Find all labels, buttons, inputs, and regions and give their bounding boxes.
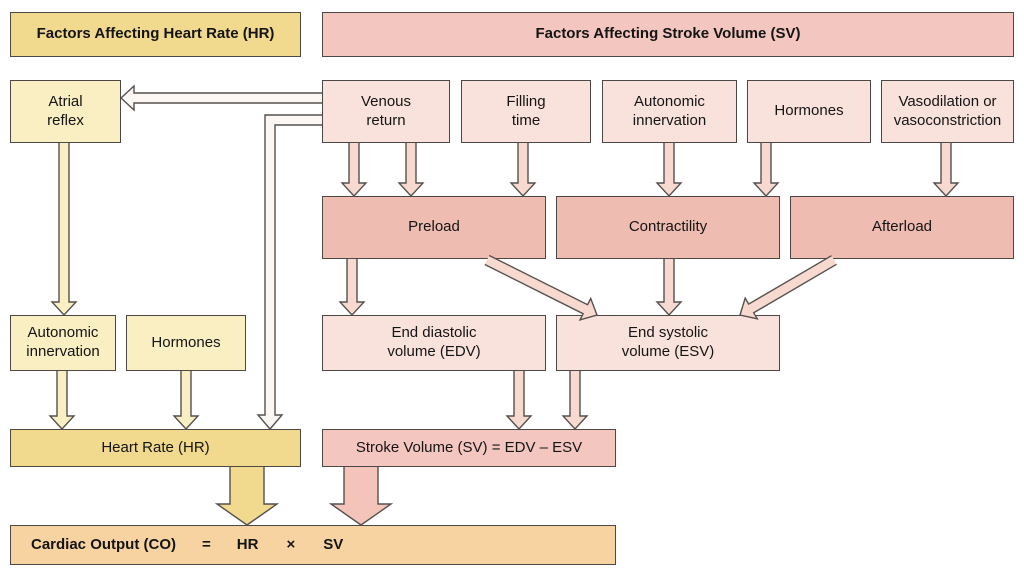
arrow-autonomic-innervation-to-heart-rate — [48, 371, 76, 431]
atrial-reflex-box: Atrial reflex — [10, 80, 121, 143]
cardiac-output-box: Cardiac Output (CO) = HR × SV — [10, 525, 616, 565]
hormones-hr-box: Hormones — [126, 315, 246, 371]
arrow-venous-return-to-heart-rate — [256, 114, 322, 431]
multiply-sign: × — [286, 535, 296, 553]
hr-factors-header: Factors Affecting Heart Rate (HR) — [10, 12, 301, 57]
arrow-stroke-volume-to-cardiac-output — [328, 467, 394, 526]
arrow-preload-to-edv — [338, 259, 366, 317]
arrow-atrial-reflex-to-autonomic-innervation — [50, 143, 78, 317]
arrow-edv-to-stroke-volume — [505, 371, 533, 431]
afterload-box: Afterload — [790, 196, 1014, 259]
equals-sign: = — [202, 535, 211, 553]
arrow-contractility-to-esv — [655, 259, 683, 317]
preload-box: Preload — [322, 196, 546, 259]
arrow-venous-return-to-atrial-reflex — [119, 84, 322, 112]
esv-box: End systolic volume (ESV) — [556, 315, 780, 371]
sv-factors-header: Factors Affecting Stroke Volume (SV) — [322, 12, 1014, 57]
vasodilation-box: Vasodilation or vasoconstriction — [881, 80, 1014, 143]
cardiac-output-label: Cardiac Output (CO) — [31, 535, 176, 553]
filling-time-box: Filling time — [461, 80, 591, 143]
hormones-sv-box: Hormones — [747, 80, 871, 143]
arrow-autonomic-innervation-to-contractility — [655, 143, 683, 198]
autonomic-innervation-hr-box: Autonomic innervation — [10, 315, 116, 371]
arrow-heart-rate-to-cardiac-output — [214, 467, 280, 526]
arrow-hormones-to-contractility — [752, 143, 780, 198]
arrow-venous-return-to-preload-1 — [340, 143, 368, 198]
arrow-esv-to-stroke-volume — [561, 371, 589, 431]
heart-rate-box: Heart Rate (HR) — [10, 429, 301, 467]
arrow-filling-time-to-preload — [509, 143, 537, 198]
autonomic-innervation-sv-box: Autonomic innervation — [602, 80, 737, 143]
hr-term: HR — [236, 535, 259, 553]
contractility-box: Contractility — [556, 196, 780, 259]
arrow-afterload-to-esv — [739, 255, 837, 320]
arrow-vasodilation-to-afterload — [932, 143, 960, 198]
sv-term: SV — [323, 535, 344, 553]
arrow-preload-to-esv — [484, 254, 598, 322]
arrow-venous-return-to-preload-2 — [397, 143, 425, 198]
edv-box: End diastolic volume (EDV) — [322, 315, 546, 371]
arrow-hormones-to-heart-rate — [172, 371, 200, 431]
stroke-volume-box: Stroke Volume (SV) = EDV – ESV — [322, 429, 616, 467]
venous-return-box: Venous return — [322, 80, 450, 143]
